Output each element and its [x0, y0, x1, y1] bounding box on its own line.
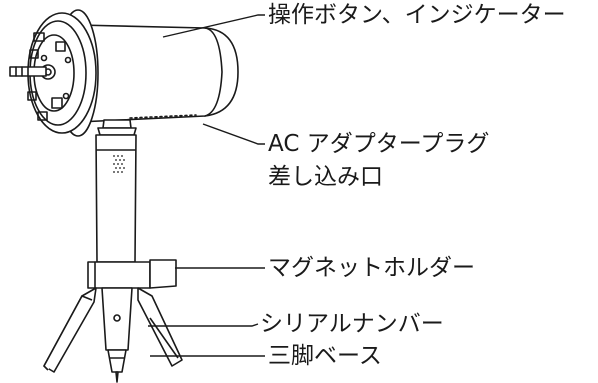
- leader-lines: [148, 14, 265, 357]
- callout-magnet-holder: マグネットホルダー: [268, 255, 475, 281]
- tripod-shape: [43, 287, 183, 383]
- callout-tripod-base: 三脚ベース: [268, 343, 382, 369]
- pole: [95, 134, 137, 263]
- back-plate: [9, 9, 99, 137]
- magnet-holder-shape: [87, 259, 177, 289]
- callout-ac-adapter-line2: 差し込み口: [268, 164, 383, 190]
- cylinder-body: [77, 24, 239, 123]
- callout-buttons-indicator: 操作ボタン、インジケーター: [268, 2, 566, 28]
- callout-ac-adapter-line1: AC アダプタープラグ: [268, 131, 490, 157]
- neck-joint: [97, 119, 137, 136]
- callout-serial-number: シリアルナンバー: [260, 311, 444, 337]
